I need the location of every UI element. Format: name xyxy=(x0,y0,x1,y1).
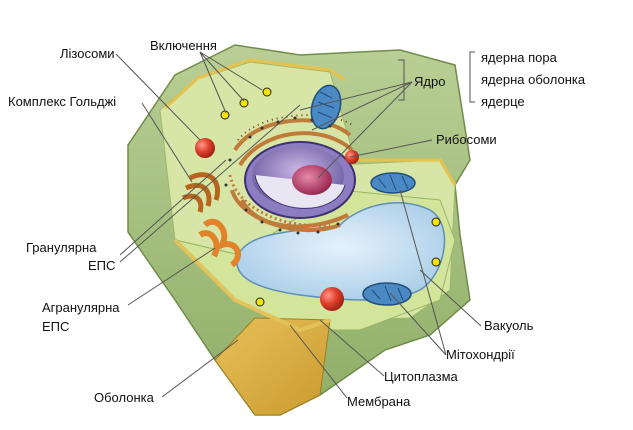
label-smooth-er-line2: ЕПС xyxy=(42,319,69,334)
label-nuclear-pore: ядерна пора xyxy=(481,50,558,65)
ribosomes xyxy=(224,116,340,235)
label-smooth-er-line1: Агранулярна xyxy=(42,300,120,315)
label-nucleus: Ядро xyxy=(414,74,445,89)
label-ribosomes: Рибосоми xyxy=(436,132,497,147)
label-rough-er-line2: ЕПС xyxy=(88,258,115,273)
labels: Лізосоми Включення Комплекс Гольджі Гран… xyxy=(8,38,586,409)
label-membrane: Мембрана xyxy=(347,394,411,409)
wall-top-rim xyxy=(163,58,346,110)
membrane-ridge xyxy=(173,238,331,333)
inclusions xyxy=(220,87,441,307)
nucleolus xyxy=(292,165,332,195)
label-mitochondria: Мітохондрії xyxy=(446,347,515,362)
lysosome xyxy=(320,287,344,311)
nucleus xyxy=(244,141,356,219)
label-vacuole: Вакуоль xyxy=(484,318,534,333)
rough-er-stacks xyxy=(228,114,354,233)
smooth-er xyxy=(198,218,241,268)
leader-lines xyxy=(115,51,482,399)
lysosome xyxy=(195,138,215,158)
label-lysosomes: Лізосоми xyxy=(60,46,115,61)
label-golgi: Комплекс Гольджі xyxy=(8,94,116,109)
label-rough-er-line1: Гранулярна xyxy=(26,240,97,255)
wall-right-rim xyxy=(345,158,457,186)
label-nucleolus: ядерце xyxy=(481,94,525,109)
golgi-complex xyxy=(182,172,220,213)
mitochondria xyxy=(310,84,416,306)
label-wall: Оболонка xyxy=(94,390,155,405)
label-cytoplasm: Цитоплазма xyxy=(384,369,459,384)
cell-illustration xyxy=(127,44,471,416)
label-nuclear-envelope: ядерна оболонка xyxy=(481,72,586,87)
label-inclusions: Включення xyxy=(150,38,217,53)
